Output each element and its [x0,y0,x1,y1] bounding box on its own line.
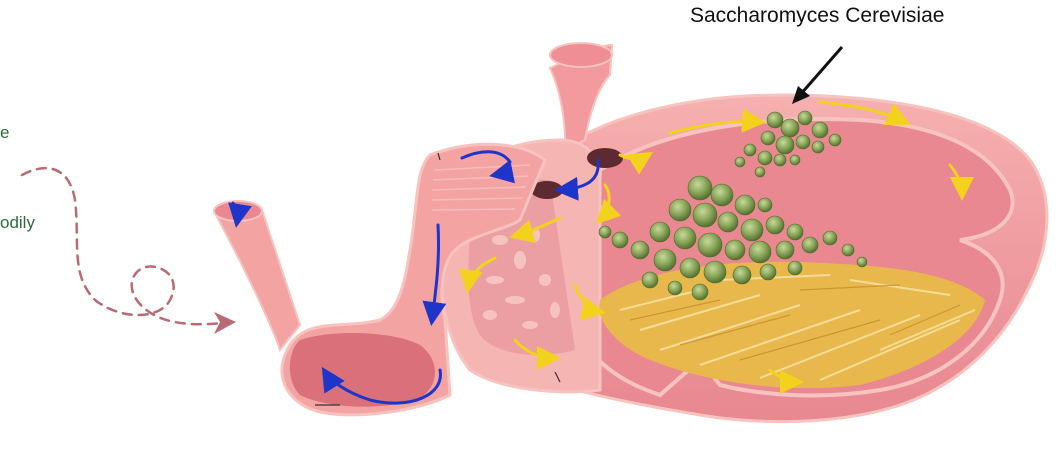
left-text-fragment: odily [0,213,35,233]
dashed-arrow-icon [22,168,230,324]
organism-label: Saccharomyces Cerevisiae [690,4,944,28]
duodenum-tube [214,201,300,350]
left-text-fragment: e [0,123,9,143]
